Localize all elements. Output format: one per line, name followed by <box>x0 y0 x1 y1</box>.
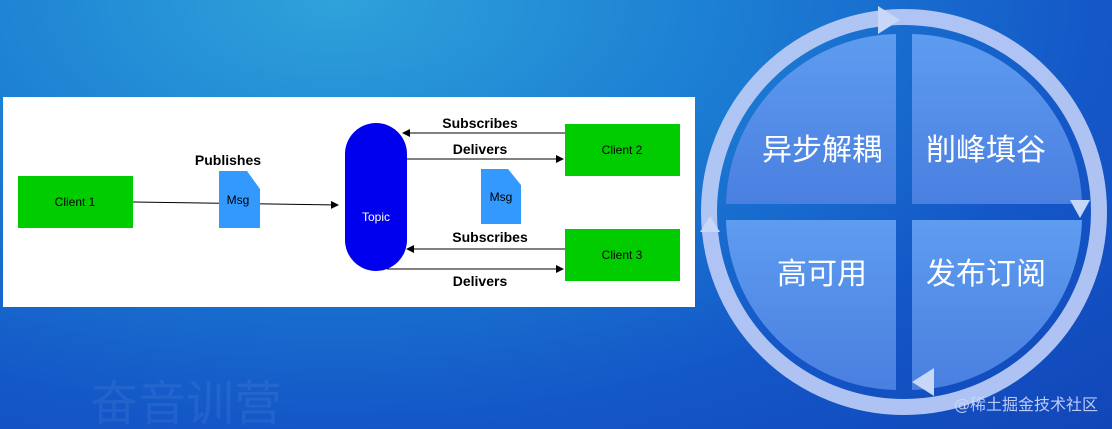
quadrant-bottom-right <box>912 220 1082 390</box>
subscribes-label-bottom: Subscribes <box>452 229 528 245</box>
msg-document-icon <box>481 169 521 224</box>
msg-label-1: Msg <box>227 193 250 207</box>
client2-label: Client 2 <box>602 143 643 157</box>
quadrant-top-left <box>726 34 896 204</box>
arrowhead-top-icon <box>878 6 900 34</box>
quadrant-label-bottom-left: 高可用 <box>777 257 867 292</box>
topic-node <box>345 123 407 271</box>
arrowhead-left-icon <box>700 216 720 232</box>
quadrant-bottom-left <box>726 220 896 390</box>
footer-watermark: @稀土掘金技术社区 <box>954 395 1098 414</box>
msg-label-2: Msg <box>490 190 513 204</box>
outer-ring <box>701 9 1107 415</box>
delivers-label-top: Delivers <box>453 141 508 157</box>
client1-box <box>18 176 133 228</box>
client3-box <box>565 229 680 281</box>
background-watermark: 奋音训营 <box>90 376 282 429</box>
client2-box <box>565 124 680 176</box>
msg-document-icon <box>219 171 260 228</box>
quadrant-label-bottom-right: 发布订阅 <box>926 257 1046 292</box>
subscribes-label-top: Subscribes <box>442 115 518 131</box>
quadrant-top-right <box>912 34 1082 204</box>
publishes-label: Publishes <box>195 152 261 168</box>
client3-label: Client 3 <box>602 248 643 262</box>
quadrant-label-top-left: 异步解耦 <box>762 133 882 168</box>
quadrant-label-top-right: 削峰填谷 <box>926 133 1046 168</box>
client1-label: Client 1 <box>55 195 96 209</box>
topic-label: Topic <box>362 210 390 224</box>
arrowhead-right-icon <box>1070 200 1090 218</box>
delivers-label-bottom: Delivers <box>453 273 508 289</box>
arrowhead-bottom-icon <box>912 368 934 396</box>
diagram-panel: Client 1 Publishes Msg Topic Client 2 Cl… <box>3 97 695 307</box>
